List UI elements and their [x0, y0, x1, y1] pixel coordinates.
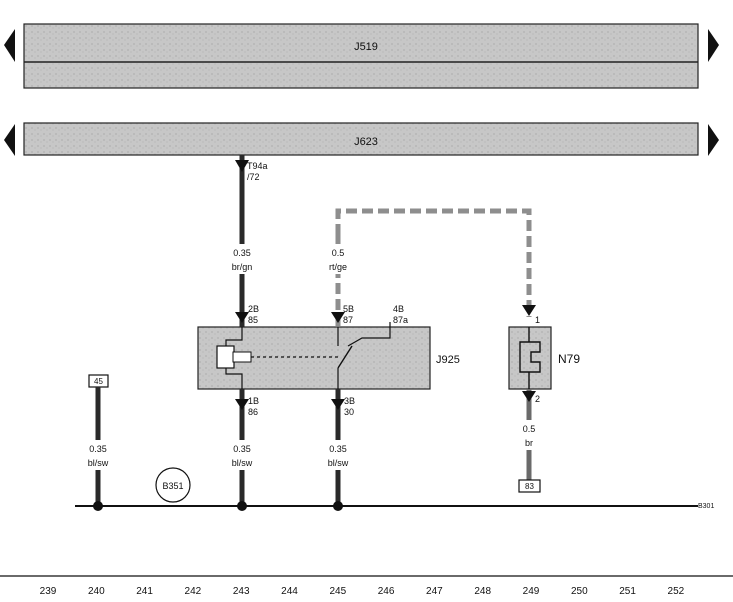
connector-arrow-icon	[331, 399, 345, 410]
wire-size-label: 0.35	[233, 248, 251, 258]
track-number: 251	[619, 586, 636, 597]
track-number: 243	[233, 586, 250, 597]
ground-point-b351: B351	[155, 467, 191, 503]
wire-size-label: 0.35	[89, 444, 107, 454]
track-number: 250	[571, 586, 588, 597]
connector-pin-label: T94a	[247, 161, 268, 171]
pin-2b-label: 2B	[248, 304, 259, 314]
pin-1b-label: 1B	[248, 396, 259, 406]
heater-pin-1-label: 1	[535, 315, 540, 325]
wire-color-label: br/gn	[232, 262, 253, 272]
wire-heater-ground: 2 0.5 br 83	[518, 389, 541, 493]
left-arrow-icon	[4, 29, 15, 62]
pin-86-label: 86	[248, 407, 258, 417]
track-number: 248	[474, 586, 491, 597]
pin-3b-label: 3B	[344, 396, 355, 406]
track-number: 252	[668, 586, 685, 597]
right-arrow-icon	[708, 29, 719, 62]
pin-30-label: 30	[344, 407, 354, 417]
connector-arrow-icon	[522, 391, 536, 402]
connector-arrow-icon	[235, 312, 249, 323]
track-number: 247	[426, 586, 443, 597]
pin-87-label: 87	[343, 315, 353, 325]
relay-switch-icon	[337, 345, 353, 369]
wire-color-label: bl/sw	[232, 458, 253, 468]
relay-coil-icon	[216, 345, 235, 369]
wire-under-relay-2: 0.35 bl/sw	[328, 389, 350, 511]
relay-armature-icon	[232, 351, 252, 363]
wire-color-label: bl/sw	[88, 458, 109, 468]
wire-color-label: bl/sw	[328, 458, 349, 468]
relay-j925: J925	[197, 322, 460, 390]
pin-5b-label: 5B	[343, 304, 354, 314]
right-arrow-icon	[708, 124, 719, 156]
ref-45-label: 45	[94, 377, 103, 386]
track-number: 249	[523, 586, 540, 597]
connector-arrow-icon	[235, 160, 249, 172]
heater-element-icon	[519, 327, 541, 389]
wire-size-label: 0.5	[332, 248, 345, 258]
wire-color-label: rt/ge	[329, 262, 347, 272]
bus-j519: J519	[4, 23, 719, 89]
connector-arrow-icon	[331, 312, 345, 323]
track-numbers: 239 240 241 242 243 244 245 246 247 248 249 250 251 2…	[40, 586, 685, 597]
heater-pin-2-label: 2	[535, 394, 540, 404]
track-number: 245	[329, 586, 346, 597]
track-number: 242	[185, 586, 202, 597]
track-number: 241	[136, 586, 153, 597]
bus-j519-label: J519	[354, 41, 378, 53]
junction-dot	[333, 501, 343, 511]
wire-size-label: 0.5	[523, 424, 536, 434]
heater-n79: 1 N79	[508, 315, 580, 390]
pin-4b-label: 4B	[393, 304, 404, 314]
pin-87a-label: 87a	[393, 315, 408, 325]
wire-color-label: br	[525, 438, 533, 448]
junction-dot	[93, 501, 103, 511]
track-number: 244	[281, 586, 298, 597]
ref-83-label: 83	[525, 482, 534, 491]
left-arrow-icon	[4, 124, 15, 156]
track-number: 240	[88, 586, 105, 597]
pin-85-label: 85	[248, 315, 258, 325]
track-number: 246	[378, 586, 395, 597]
relay-name-label: J925	[436, 354, 460, 366]
wire-signal: 0.35 br/gn	[232, 155, 254, 327]
heater-name-label: N79	[558, 352, 580, 366]
wire-under-relay-1: 0.35 bl/sw	[232, 389, 254, 511]
wire-feed-dashed: 0.5 rt/ge	[328, 208, 536, 327]
connector-arrow-icon	[522, 305, 536, 316]
ground-ref-b301: B301	[698, 503, 714, 510]
wire-size-label: 0.35	[329, 444, 347, 454]
connector-pin-sub-label: /72	[247, 172, 260, 182]
connector-arrow-icon	[235, 399, 249, 410]
wire-left: 45 0.35 bl/sw	[88, 374, 109, 511]
bus-j623: J623	[4, 122, 719, 156]
track-number: 239	[40, 586, 57, 597]
ref-box-83	[518, 479, 541, 493]
junction-dot	[237, 501, 247, 511]
ground-point-label: B351	[162, 481, 183, 491]
bus-j623-label: J623	[354, 136, 378, 148]
wire-size-label: 0.35	[233, 444, 251, 454]
